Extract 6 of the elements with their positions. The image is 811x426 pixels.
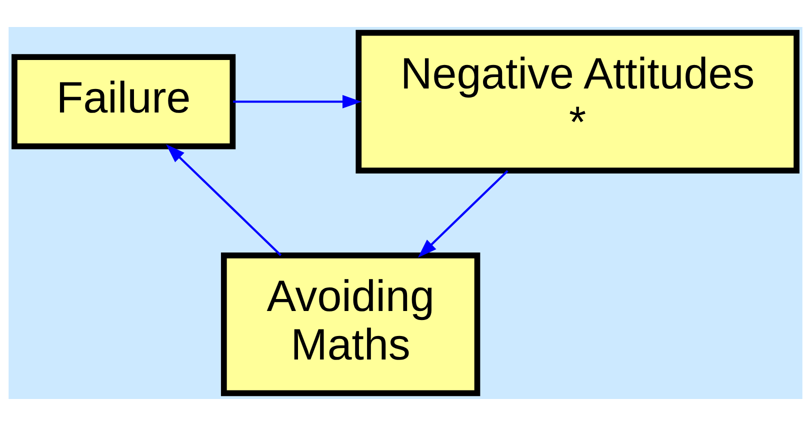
- node-box: Negative Attitudes *: [356, 30, 800, 174]
- node-box: Avoiding Maths: [220, 252, 480, 396]
- node-box: Failure: [12, 54, 236, 150]
- arrow: [166, 144, 282, 256]
- arrow: [233, 95, 362, 108]
- arrow: [418, 170, 508, 258]
